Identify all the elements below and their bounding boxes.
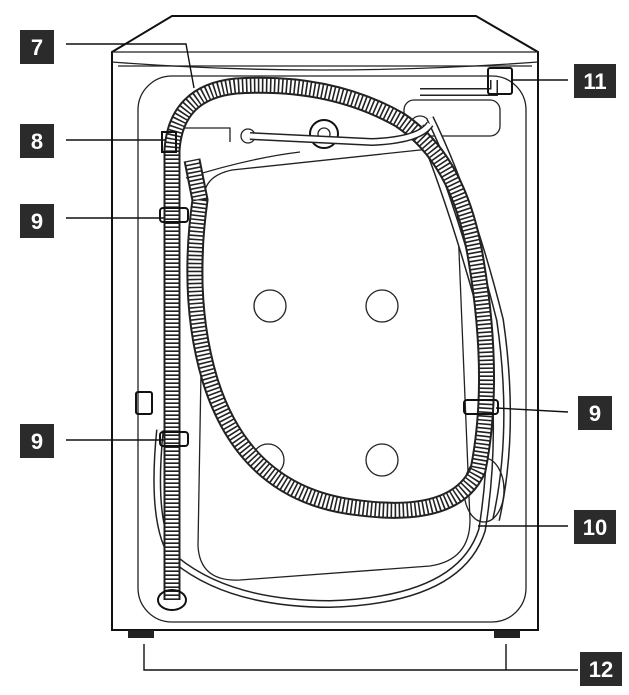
callout-12: 12 bbox=[580, 652, 622, 686]
panel-screw-bottom-right bbox=[365, 443, 399, 477]
hose-holder bbox=[161, 131, 177, 153]
callout-8: 8 bbox=[20, 124, 54, 158]
svg-text:9: 9 bbox=[589, 401, 601, 426]
emergency-drain bbox=[135, 391, 153, 415]
svg-text:8: 8 bbox=[31, 129, 43, 154]
svg-text:12: 12 bbox=[589, 657, 613, 682]
svg-text:7: 7 bbox=[31, 35, 43, 60]
hose-clip-lower-left bbox=[159, 431, 189, 447]
foot-left bbox=[128, 630, 154, 638]
svg-text:10: 10 bbox=[583, 515, 607, 540]
machine-body bbox=[111, 15, 539, 631]
callout-11: 11 bbox=[574, 64, 616, 98]
svg-text:11: 11 bbox=[583, 69, 606, 94]
feet bbox=[128, 630, 520, 638]
panel-screw-top-left bbox=[253, 289, 287, 323]
callout-7: 7 bbox=[20, 30, 54, 64]
inlet-hose bbox=[249, 67, 513, 147]
callout-9-upper-left: 9 bbox=[20, 204, 54, 238]
drain-hose bbox=[157, 76, 496, 611]
callout-10: 10 bbox=[574, 510, 616, 544]
callout-9-right: 9 bbox=[578, 396, 612, 430]
drain-hose-end bbox=[157, 589, 187, 611]
foot-right bbox=[494, 630, 520, 638]
inlet-connector bbox=[487, 67, 513, 95]
callout-9-lower-left: 9 bbox=[20, 424, 54, 458]
hose-clip-upper-left bbox=[159, 207, 189, 223]
hose-clips bbox=[135, 131, 499, 447]
svg-text:9: 9 bbox=[31, 209, 43, 234]
svg-text:9: 9 bbox=[31, 429, 43, 454]
hose-clip-right bbox=[463, 399, 499, 415]
leader-lines bbox=[66, 43, 578, 671]
panel-screw-top-right bbox=[365, 289, 399, 323]
